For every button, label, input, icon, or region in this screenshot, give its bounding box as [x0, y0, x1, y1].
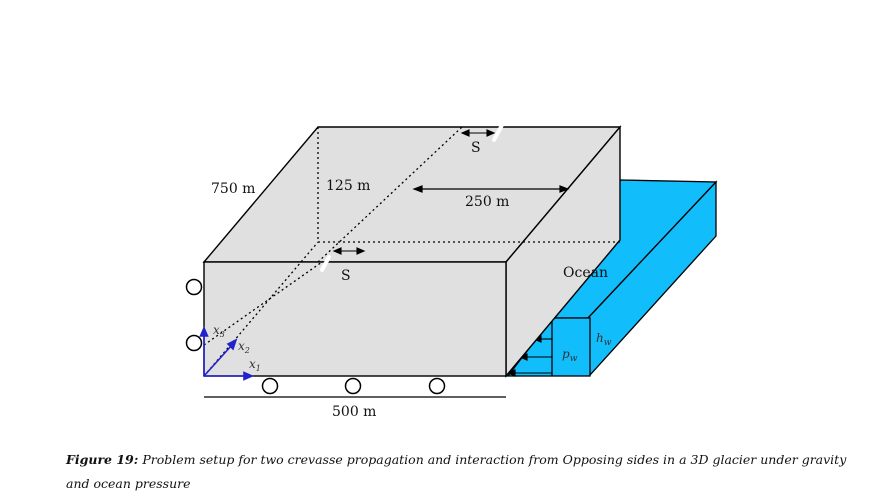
coordinate-axes — [199, 326, 254, 381]
label-x3: x3 — [213, 323, 225, 339]
figure-caption: Figure 19: Problem setup for two crevass… — [66, 448, 856, 496]
spacing-arrow-top — [460, 129, 496, 137]
caption-prefix: Figure 19: — [66, 452, 139, 467]
label-hw: hw — [596, 331, 612, 348]
label-s-front: S — [341, 268, 351, 284]
dimension-arrow-250 — [412, 185, 570, 193]
label-x1: x1 — [249, 357, 261, 373]
label-125: 125 m — [326, 178, 370, 194]
label-x2: x2 — [238, 339, 250, 355]
crevasse-top — [492, 123, 504, 142]
roller-supports — [185, 278, 446, 395]
label-ocean: Ocean — [563, 265, 608, 281]
label-pw: pw — [562, 347, 578, 364]
label-750: 750 m — [211, 181, 255, 197]
hidden-edges — [203, 126, 620, 377]
label-250: 250 m — [465, 194, 509, 210]
label-s-top: S — [471, 140, 481, 156]
caption-text: Problem setup for two crevasse propagati… — [66, 452, 847, 491]
label-500: 500 m — [332, 404, 376, 420]
crevasse-front — [320, 255, 331, 272]
spacing-arrow-front — [332, 247, 366, 255]
ice-front-face — [203, 261, 507, 377]
